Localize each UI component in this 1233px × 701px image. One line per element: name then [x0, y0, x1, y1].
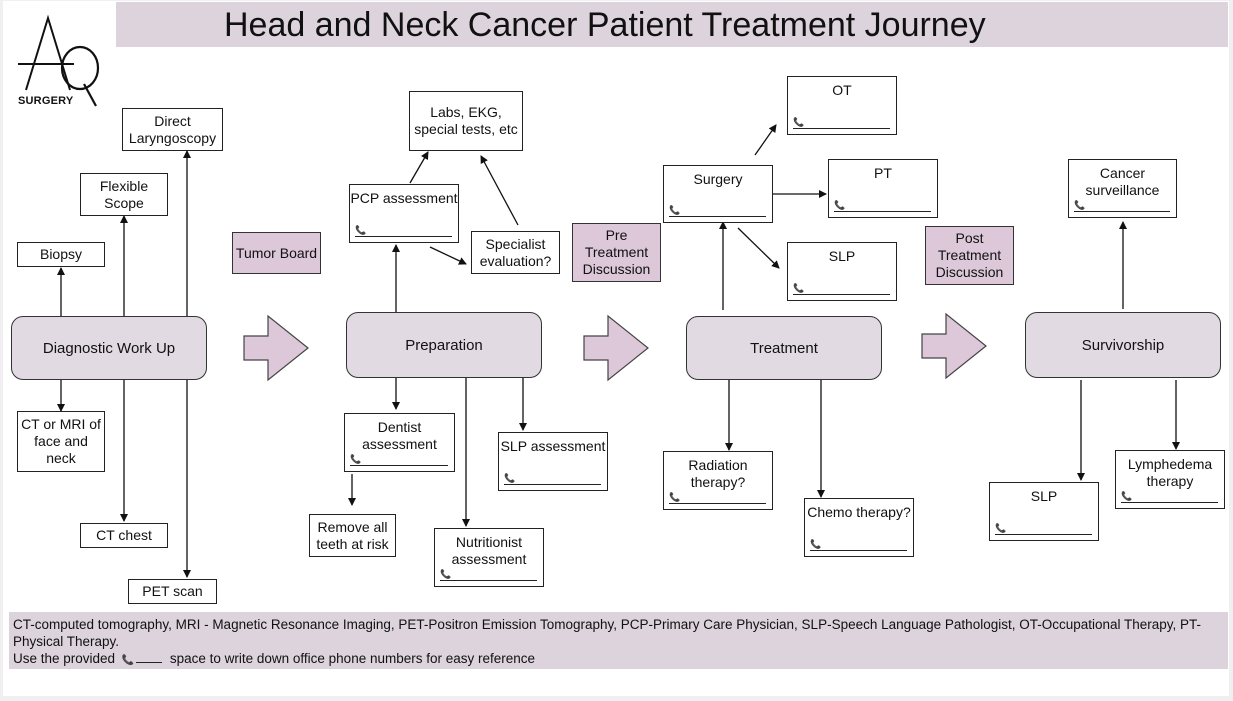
- specialist-evaluation-box: Specialist evaluation?: [471, 231, 560, 274]
- chemo-therapy-box: Chemo therapy? 📞: [804, 498, 914, 557]
- box-label: Flexible Scope: [99, 177, 149, 211]
- slp-survivorship-box: SLP 📞: [989, 482, 1099, 541]
- box-label: PT: [874, 165, 892, 181]
- phone-icon: 📞: [118, 655, 135, 666]
- stage-label: Diagnostic Work Up: [42, 339, 176, 357]
- ct-mri-box: CT or MRI of face and neck: [17, 411, 105, 472]
- box-label: PCP assessment: [350, 190, 458, 206]
- phone-icon: 📞: [1074, 200, 1086, 210]
- box-label: CT chest: [96, 527, 152, 543]
- phone-icon: 📞: [440, 569, 452, 579]
- stage-preparation: Preparation: [346, 312, 542, 378]
- phone-field[interactable]: 📞: [669, 491, 766, 504]
- box-label: Biopsy: [39, 246, 83, 262]
- phone-field[interactable]: 📞: [350, 453, 448, 466]
- footer-legend: CT-computed tomography, MRI - Magnetic R…: [9, 612, 1228, 669]
- phone-icon: 📞: [1121, 491, 1133, 501]
- phone-icon: 📞: [834, 200, 846, 210]
- phone-field[interactable]: 📞: [834, 199, 931, 212]
- box-label: Labs, EKG, special tests, etc: [414, 104, 518, 137]
- stage-label: Survivorship: [1081, 336, 1165, 354]
- phone-icon: 📞: [793, 283, 805, 293]
- phone-icon: 📞: [669, 492, 681, 502]
- biopsy-box: Biopsy: [17, 242, 105, 267]
- abbreviations-text: CT-computed tomography, MRI - Magnetic R…: [13, 617, 1202, 649]
- phone-icon: 📞: [995, 523, 1007, 533]
- pre-treatment-label: Pre Treatment Discussion: [582, 227, 651, 277]
- slp-treatment-box: SLP 📞: [787, 242, 897, 301]
- box-label: PET scan: [142, 583, 203, 599]
- phone-icon: 📞: [810, 539, 822, 549]
- tumor-board-box: Tumor Board: [232, 232, 321, 274]
- box-label: Chemo therapy?: [807, 504, 911, 520]
- radiation-therapy-box: Radiation therapy? 📞: [663, 451, 773, 510]
- labs-box: Labs, EKG, special tests, etc: [409, 91, 523, 151]
- flow-arrow-icon: [243, 314, 309, 382]
- phone-icon: 📞: [355, 225, 367, 235]
- phone-field[interactable]: 📞: [810, 538, 907, 551]
- box-label: SLP assessment: [500, 438, 606, 454]
- box-label: Nutritionist assessment: [451, 534, 527, 567]
- phone-icon: 📞: [350, 454, 362, 464]
- slp-assessment-box: SLP assessment 📞: [498, 432, 608, 491]
- box-label: Remove all teeth at risk: [316, 518, 389, 552]
- phone-instructions-prefix: Use the provided: [13, 651, 116, 666]
- box-label: Radiation therapy?: [688, 457, 748, 490]
- stage-treatment: Treatment: [686, 316, 882, 380]
- phone-field[interactable]: 📞: [1074, 199, 1170, 212]
- flexible-scope-box: Flexible Scope: [80, 173, 168, 216]
- logo-text: SURGERY: [18, 95, 74, 107]
- page-title: Head and Neck Cancer Patient Treatment J…: [224, 6, 986, 44]
- phone-field[interactable]: 📞: [1121, 490, 1218, 503]
- pet-scan-box: PET scan: [128, 579, 217, 604]
- phone-field[interactable]: 📞: [669, 204, 766, 217]
- title-bar: [116, 2, 1228, 47]
- phone-instructions: Use the provided 📞 space to write down o…: [13, 650, 1224, 669]
- cancer-surveillance-box: Cancer surveillance 📞: [1068, 159, 1177, 218]
- nutritionist-assessment-box: Nutritionist assessment 📞: [434, 528, 544, 587]
- ct-chest-box: CT chest: [80, 523, 168, 548]
- lymphedema-therapy-box: Lymphedema therapy 📞: [1115, 450, 1225, 509]
- box-label: Cancer surveillance: [1085, 165, 1160, 198]
- box-label: Direct Laryngoscopy: [128, 112, 217, 146]
- stage-label: Preparation: [405, 336, 483, 354]
- box-label: SLP: [828, 248, 856, 264]
- remove-teeth-box: Remove all teeth at risk: [309, 514, 396, 557]
- stage-label: Treatment: [750, 339, 818, 357]
- stage-diagnostic-work-up: Diagnostic Work Up: [11, 316, 207, 380]
- logo-icon: [18, 14, 100, 107]
- dentist-assessment-box: Dentist assessment 📞: [344, 413, 455, 472]
- tumor-board-label: Tumor Board: [235, 244, 318, 261]
- surgery-box: Surgery 📞: [663, 165, 773, 223]
- pre-treatment-discussion-box: Pre Treatment Discussion: [572, 223, 661, 282]
- phone-icon: 📞: [793, 117, 805, 127]
- phone-field[interactable]: 📞: [355, 224, 452, 237]
- flow-arrow-icon: [921, 312, 987, 380]
- phone-field[interactable]: 📞: [440, 568, 537, 581]
- phone-instructions-suffix: space to write down office phone numbers…: [169, 651, 536, 666]
- post-treatment-label: Post Treatment Discussion: [935, 230, 1004, 280]
- ot-box: OT 📞: [787, 76, 897, 135]
- pt-box: PT 📞: [828, 159, 938, 218]
- box-label: Lymphedema therapy: [1127, 456, 1213, 489]
- box-label: CT or MRI of face and neck: [21, 416, 101, 466]
- flow-arrow-icon: [583, 314, 649, 382]
- box-label: OT: [832, 82, 852, 98]
- phone-icon: 📞: [669, 205, 681, 215]
- blank-line: [136, 662, 163, 663]
- direct-laryngoscopy-box: Direct Laryngoscopy: [122, 108, 223, 151]
- phone-field[interactable]: 📞: [793, 116, 890, 129]
- phone-field[interactable]: 📞: [504, 472, 601, 485]
- box-label: Dentist assessment: [362, 419, 437, 452]
- post-treatment-discussion-box: Post Treatment Discussion: [925, 226, 1014, 285]
- phone-field[interactable]: 📞: [793, 282, 890, 295]
- box-label: SLP: [1030, 488, 1058, 504]
- stage-survivorship: Survivorship: [1025, 312, 1221, 378]
- box-label: Surgery: [693, 171, 743, 187]
- phone-icon: 📞: [504, 473, 516, 483]
- pcp-assessment-box: PCP assessment 📞: [349, 184, 459, 243]
- box-label: Specialist evaluation?: [479, 235, 552, 269]
- phone-field[interactable]: 📞: [995, 522, 1092, 535]
